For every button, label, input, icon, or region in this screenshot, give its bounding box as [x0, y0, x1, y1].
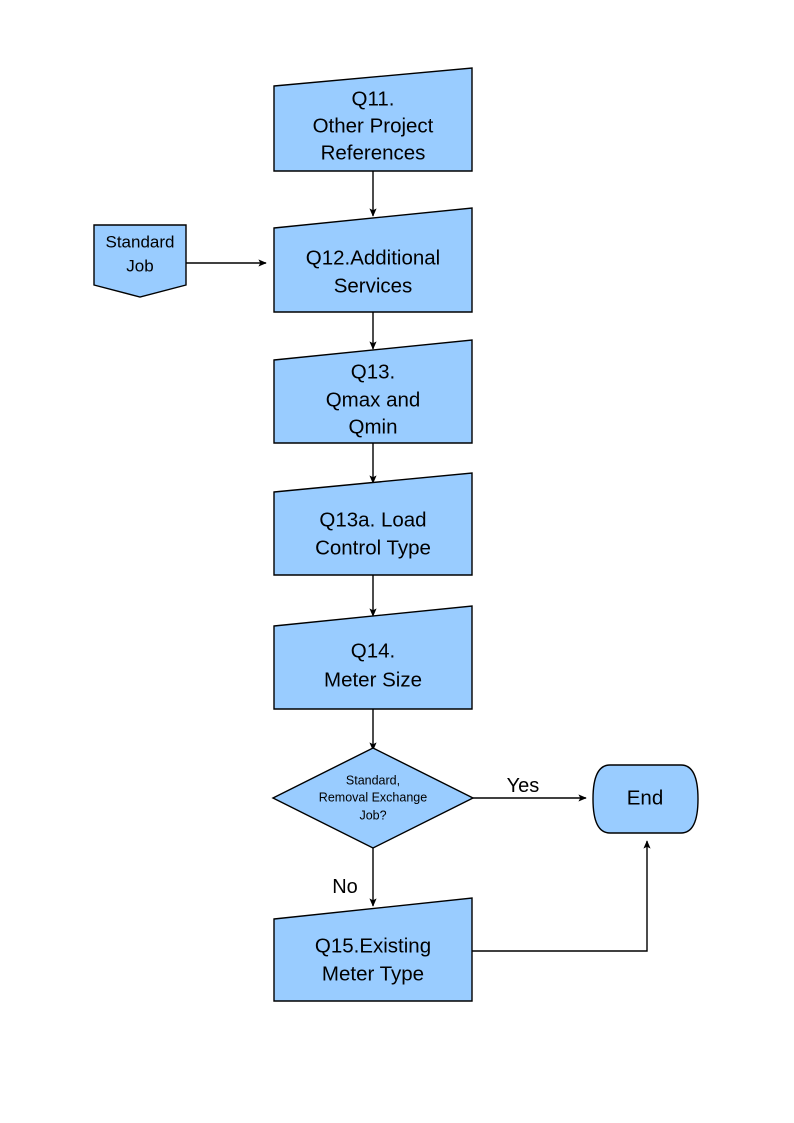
- node-q12[interactable]: Q12.Additional Services: [273, 207, 473, 313]
- end-label: End: [627, 786, 663, 809]
- decision-label-line-1: Standard,: [346, 773, 400, 787]
- q13a-label-line-1: Q13a. Load: [319, 508, 426, 531]
- q13-label-line-1: Q13.: [351, 360, 395, 383]
- q14-shape: [273, 605, 473, 710]
- q14-label-line-1: Q14.: [351, 639, 395, 662]
- q12-label-line-1: Q12.Additional: [306, 246, 440, 269]
- decision-shape: [271, 747, 475, 849]
- q11-shape: [273, 67, 473, 172]
- decision-label-line-3: Job?: [359, 808, 386, 822]
- edge-label-no: No: [332, 876, 358, 898]
- connector-layer: [186, 171, 651, 952]
- standard-job-shape: [93, 224, 187, 298]
- q15-label-line-1: Q15.Existing: [315, 934, 431, 957]
- q13-label-line-3: Qmin: [349, 415, 398, 438]
- q11-label-line-2: Other Project: [313, 114, 434, 137]
- q13a-label-line-2: Control Type: [315, 536, 431, 559]
- node-q13a[interactable]: Q13a. Load Control Type: [273, 472, 473, 576]
- q11-label-line-1: Q11.: [352, 87, 395, 110]
- standard-job-label-line-1: Standard: [106, 232, 175, 251]
- q13-label-line-2: Qmax and: [326, 388, 421, 411]
- edge-q15-to-end: [472, 840, 651, 952]
- q12-label-line-2: Services: [334, 274, 413, 297]
- q14-label-line-2: Meter Size: [324, 668, 422, 691]
- edge-label-layer: Yes No: [332, 775, 539, 898]
- node-q13[interactable]: Q13. Qmax and Qmin: [273, 339, 473, 444]
- end-shape: [592, 764, 699, 834]
- q11-label-line-3: References: [321, 141, 426, 164]
- q12-shape: [273, 207, 473, 313]
- q15-shape: [273, 897, 473, 1002]
- q13-shape: [273, 339, 473, 444]
- node-standard-job[interactable]: Standard Job: [93, 224, 187, 298]
- q15-label-line-2: Meter Type: [322, 962, 424, 985]
- node-q14[interactable]: Q14. Meter Size: [273, 605, 473, 710]
- standard-job-label-line-2: Job: [126, 256, 153, 275]
- decision-label-line-2: Removal Exchange: [319, 790, 427, 804]
- node-decision[interactable]: Standard, Removal Exchange Job?: [271, 747, 475, 849]
- edge-label-yes: Yes: [507, 775, 540, 797]
- node-q15[interactable]: Q15.Existing Meter Type: [273, 897, 473, 1002]
- node-end[interactable]: End: [592, 764, 699, 834]
- q13a-shape: [273, 472, 473, 576]
- node-q11[interactable]: Q11. Other Project References: [273, 67, 473, 172]
